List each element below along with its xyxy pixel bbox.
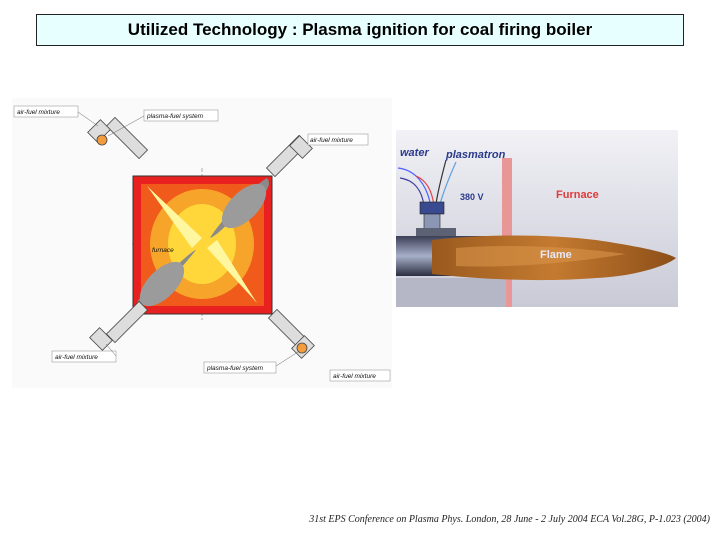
label-flame: Flame xyxy=(540,249,572,261)
plasma-igniter-icon xyxy=(297,343,307,353)
citation-footer: 31st EPS Conference on Plasma Phys. Lond… xyxy=(290,514,710,525)
label-air-fuel-bottom-left: air-fuel mixture xyxy=(55,354,98,361)
page-title: Utilized Technology : Plasma ignition fo… xyxy=(128,20,592,40)
furnace-schematic: air-fuel mixture plasma-fuel system air-… xyxy=(12,98,392,388)
label-water: water xyxy=(400,147,429,159)
label-plasma-fuel-top: plasma-fuel system xyxy=(146,113,204,120)
label-furnace: furnace xyxy=(152,247,174,254)
title-box: Utilized Technology : Plasma ignition fo… xyxy=(36,14,684,46)
label-plasmatron: plasmatron xyxy=(445,149,506,161)
plasmatron-photo: water plasmatron 380 V Furnace Flame xyxy=(396,130,678,307)
label-plasma-fuel-bottom: plasma-fuel system xyxy=(206,365,264,372)
plasma-igniter-icon xyxy=(97,135,107,145)
label-air-fuel-top-right: air-fuel mixture xyxy=(310,137,353,144)
label-furnace-photo: Furnace xyxy=(556,189,599,201)
label-voltage: 380 V xyxy=(460,192,484,202)
label-air-fuel-top-left: air-fuel mixture xyxy=(17,109,60,116)
label-air-fuel-bottom-right: air-fuel mixture xyxy=(333,373,376,380)
furnace-chamber xyxy=(132,176,273,314)
